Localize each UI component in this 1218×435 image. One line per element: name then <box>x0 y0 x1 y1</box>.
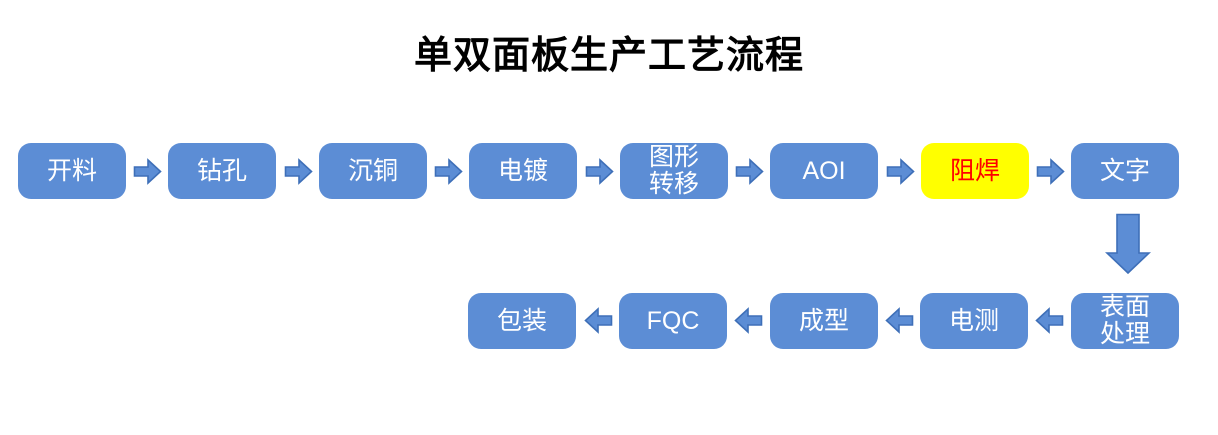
arrow-right-icon <box>434 158 463 185</box>
flow-step-label: 阻焊 <box>949 156 1000 185</box>
arrow-right-icon <box>886 158 915 185</box>
arrow-left-icon <box>584 307 613 334</box>
flow-step-aoi: AOI <box>770 143 878 199</box>
arrow-right-icon <box>585 158 614 185</box>
flow-step-pattern-transfer: 图形 转移 <box>620 143 728 199</box>
flow-step-label: 包装 <box>496 306 547 335</box>
arrow-right-icon <box>735 158 764 185</box>
flow-step-silkscreen: 文字 <box>1071 143 1179 199</box>
flow-step-label: AOI <box>802 156 846 185</box>
flow-step-label: FQC <box>646 306 700 335</box>
flow-step-label: 成型 <box>798 306 849 335</box>
flow-step-label: 图形 转移 <box>648 143 699 198</box>
flow-step-drilling: 钻孔 <box>168 143 276 199</box>
flow-step-packing: 包装 <box>468 293 576 349</box>
page-title: 单双面板生产工艺流程 <box>413 35 804 77</box>
flow-step-label: 开料 <box>46 156 97 185</box>
flow-step-copper-deposition: 沉铜 <box>319 143 427 199</box>
arrow-left-icon <box>1035 307 1064 334</box>
flow-step-plating: 电镀 <box>469 143 577 199</box>
arrow-left-icon <box>734 307 763 334</box>
arrow-right-icon <box>284 158 313 185</box>
flow-step-label: 表面 处理 <box>1099 293 1150 348</box>
flow-step-label: 电镀 <box>497 156 548 185</box>
arrow-left-icon <box>885 307 914 334</box>
flow-step-cutting: 开料 <box>18 143 126 199</box>
arrow-right-icon <box>133 158 162 185</box>
arrow-down-icon <box>1105 213 1151 275</box>
flow-step-forming: 成型 <box>770 293 878 349</box>
flow-step-electrical-test: 电测 <box>920 293 1028 349</box>
flow-step-solder-mask: 阻焊 <box>921 143 1029 199</box>
flow-step-label: 电测 <box>948 306 999 335</box>
flow-step-label: 钻孔 <box>196 156 247 185</box>
flow-step-label: 文字 <box>1099 156 1150 185</box>
arrow-right-icon <box>1036 158 1065 185</box>
flow-step-label: 沉铜 <box>347 156 398 185</box>
flow-step-fqc: FQC <box>619 293 727 349</box>
flow-step-surface-finish: 表面 处理 <box>1071 293 1179 349</box>
